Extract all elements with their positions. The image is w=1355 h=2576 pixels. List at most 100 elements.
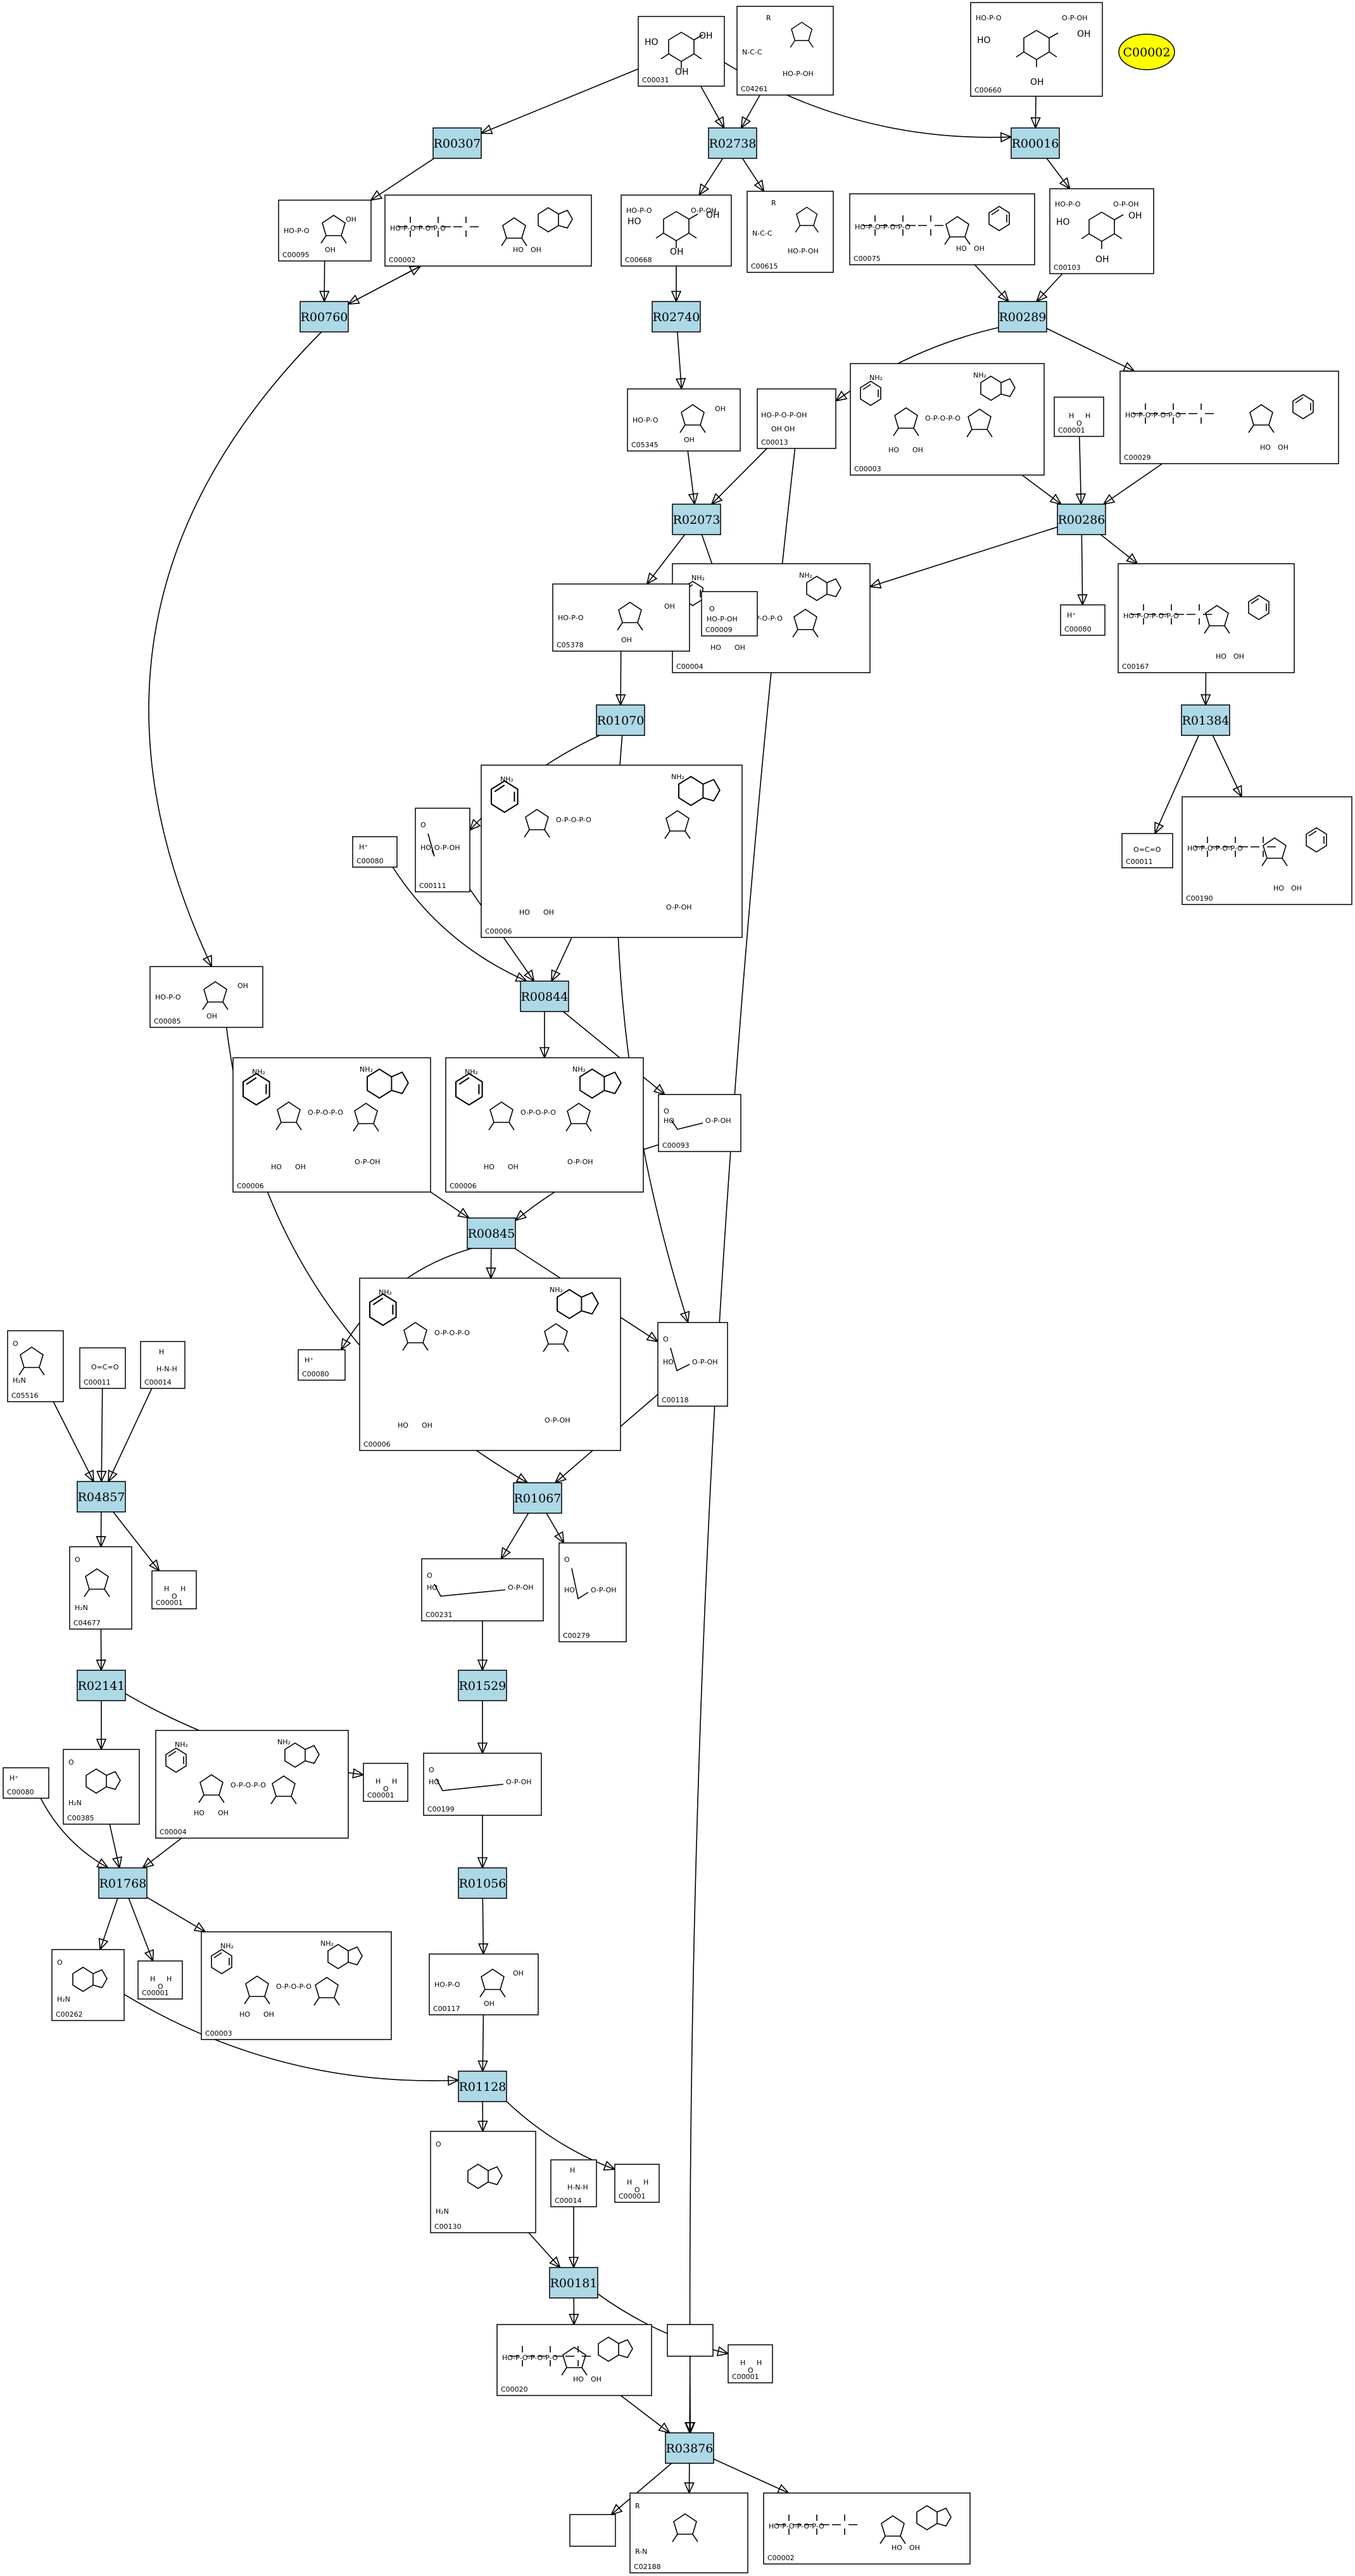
compound-node-c00080[interactable]: H⁺C00080 (3, 1767, 49, 1799)
reaction-node-r01768[interactable]: R01768 (98, 1867, 148, 1899)
empty-compound-box[interactable] (569, 2514, 616, 2547)
compound-id-label: C00095 (282, 251, 310, 259)
atom-label: H₂N (75, 1604, 88, 1612)
atom-label: O (634, 2186, 640, 2194)
compound-id-label: C05378 (557, 641, 584, 649)
reaction-node-r00289[interactable]: R00289 (998, 301, 1047, 333)
atom-label: OH (1077, 29, 1091, 39)
reaction-node-r00307[interactable]: R00307 (432, 127, 482, 159)
reaction-node-r00845[interactable]: R00845 (467, 1217, 516, 1249)
reaction-node-r00286[interactable]: R00286 (1057, 504, 1106, 535)
reaction-node-r02073[interactable]: R02073 (672, 504, 721, 535)
reaction-node-r01056[interactable]: R01056 (458, 1867, 507, 1899)
atom-label: O-P-O-P-O (520, 1108, 556, 1117)
edge-R00844-C00006_c (539, 1012, 550, 1059)
edge-R01128-C00130 (477, 2101, 488, 2133)
compound-box (849, 193, 1035, 265)
edge-C00660-R00016 (1030, 96, 1041, 129)
edge-line (741, 158, 765, 192)
reaction-box (77, 1670, 126, 1701)
compound-node-c00080[interactable]: H⁺C00080 (1060, 604, 1106, 636)
reaction-label: R00286 (1058, 513, 1106, 527)
reaction-node-r01529[interactable]: R01529 (458, 1670, 507, 1701)
arrow-head-icon (96, 1471, 107, 1483)
reaction-node-r01128[interactable]: R01128 (458, 2071, 507, 2102)
reaction-node-r01067[interactable]: R01067 (513, 1482, 562, 1514)
reaction-node-r01070[interactable]: R01070 (596, 704, 645, 736)
reaction-node-r02141[interactable]: R02141 (77, 1670, 126, 1701)
edge-line (108, 1388, 153, 1482)
compound-id-label: C00167 (1122, 663, 1149, 671)
reaction-node-r03876[interactable]: R03876 (665, 2432, 714, 2464)
reaction-label: R00181 (550, 2276, 598, 2290)
compound-node-c00080[interactable]: H⁺C00080 (352, 836, 398, 868)
reaction-node-r01384[interactable]: R01384 (1181, 704, 1230, 736)
arrow-head-icon (96, 1858, 110, 1869)
edge-C00262-R01128 (123, 1993, 460, 2086)
atom-label: HO-P-O (626, 206, 652, 215)
reaction-node-r02738[interactable]: R02738 (708, 127, 757, 159)
compound-node-c00080[interactable]: H⁺C00080 (298, 1349, 346, 1381)
edge-R02141-C00385 (96, 1700, 107, 1751)
reaction-node-r00760[interactable]: R00760 (299, 301, 349, 333)
reaction-node-r00181[interactable]: R00181 (549, 2267, 598, 2299)
atom-label: O (664, 1107, 669, 1115)
atom-label: OH (422, 1421, 432, 1430)
reaction-node-r00016[interactable]: R00016 (1011, 127, 1060, 159)
reaction-node-r02740[interactable]: R02740 (652, 301, 701, 333)
empty-compound-box[interactable] (667, 2324, 714, 2357)
target-compound-node[interactable]: C00002 (1118, 34, 1175, 70)
reaction-node-r00844[interactable]: R00844 (520, 980, 569, 1012)
reaction-node-r04857[interactable]: R04857 (77, 1481, 126, 1513)
